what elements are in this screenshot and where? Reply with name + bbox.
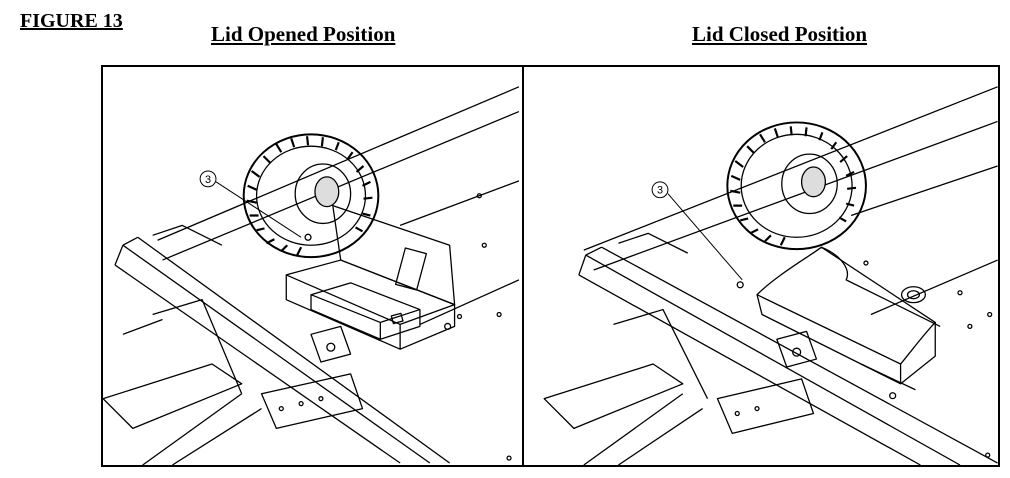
drawing-lid-opened: 3 <box>101 65 524 467</box>
caption-lid-opened: Lid Opened Position <box>211 22 396 46</box>
line-drawing-lid-closed <box>543 86 998 465</box>
figure-label: FIGURE 13 <box>20 10 123 32</box>
caption-lid-closed: Lid Closed Position <box>692 22 868 46</box>
battery-icon <box>310 282 421 340</box>
line-drawing-lid-opened <box>103 86 520 465</box>
tire-icon <box>242 133 380 259</box>
tire-icon <box>726 121 867 251</box>
drawing-lid-closed: 3 <box>522 65 1000 467</box>
